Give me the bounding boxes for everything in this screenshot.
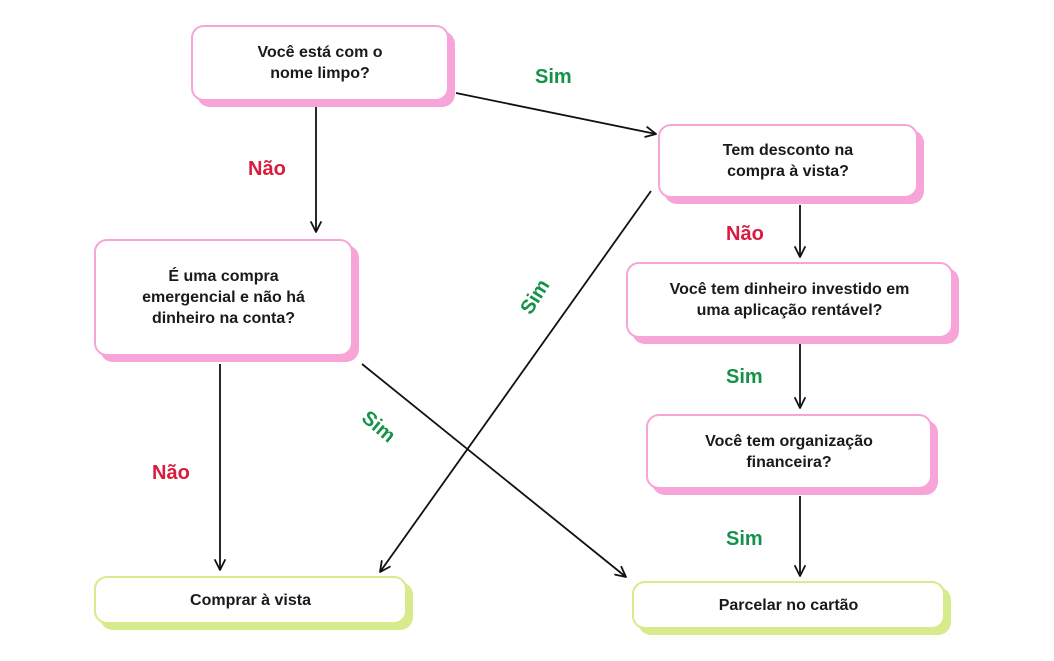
edge-label-organizacao-to-parcelar: Sim	[726, 528, 763, 550]
node-compra-emergencial: É uma compra emergencial e não há dinhei…	[94, 239, 353, 356]
edge-label-desconto-to-investido: Não	[726, 223, 764, 245]
edge-label-investido-to-organizacao: Sim	[726, 366, 763, 388]
node-dinheiro-investido: Você tem dinheiro investido em uma aplic…	[626, 262, 953, 338]
edge-nome-to-desconto	[455, 92, 657, 138]
node-parcelar-no-cartao: Parcelar no cartão	[632, 581, 945, 629]
node-organizacao-financeira: Você tem organização financeira?	[646, 414, 932, 489]
edge-desconto-to-vista	[379, 190, 652, 573]
edge-label-emergencial-to-vista: Não	[152, 462, 190, 484]
edge-label-nome-to-desconto: Sim	[535, 66, 572, 88]
node-comprar-a-vista: Comprar à vista	[94, 576, 407, 624]
node-nome-limpo: Você está com o nome limpo?	[191, 25, 449, 101]
edge-emergencial-to-parcelar	[361, 363, 627, 578]
edge-label-nome-to-emergencial: Não	[248, 158, 286, 180]
node-desconto-a-vista: Tem desconto na compra à vista?	[658, 124, 918, 198]
